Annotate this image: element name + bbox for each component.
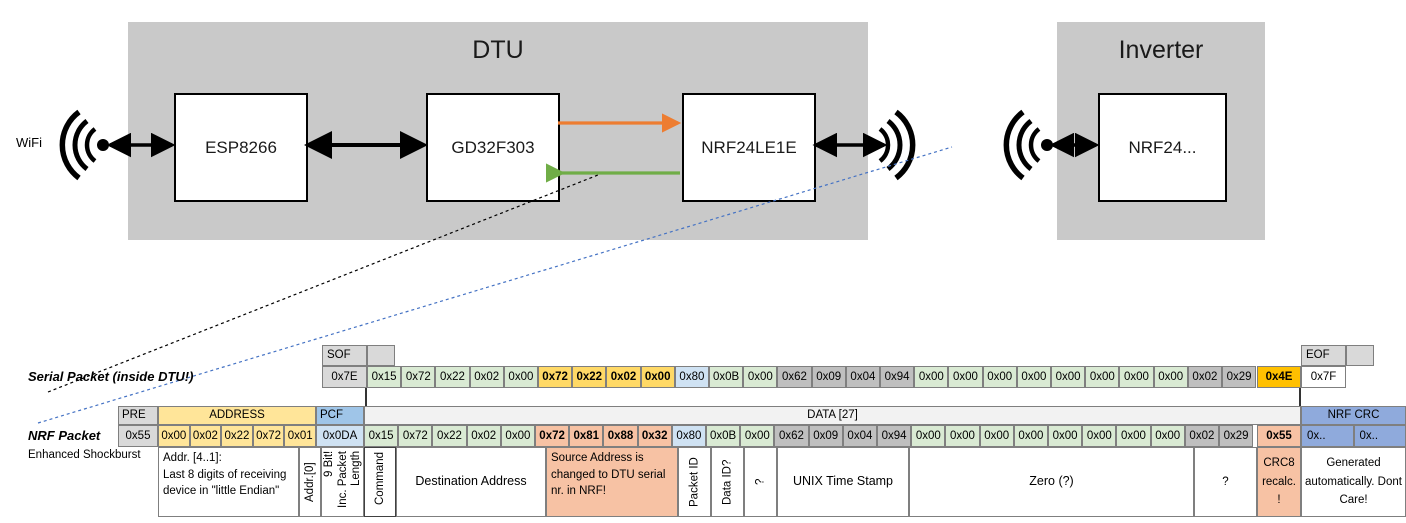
nrf-byte-13: 0x09 (808, 425, 843, 447)
annotation-zero: Zero (?) (909, 447, 1194, 517)
nrf-byte-10: 0x0B (706, 425, 741, 447)
annotation-pcf-line1: 9 Bit! (322, 448, 336, 516)
nrf-crc-byte-0: 0x.. (1301, 425, 1354, 447)
serial-byte-24: 0x02 (1187, 366, 1222, 388)
annotation-pcf-line2: Inc. Packet (335, 448, 350, 516)
nrf-byte-20: 0x00 (1048, 425, 1083, 447)
annotation-data-id: Data ID? (711, 447, 744, 517)
nrf-pre-header: PRE (118, 406, 158, 425)
nrf-address-header: ADDRESS (158, 406, 316, 425)
nrf-byte-4: 0x00 (500, 425, 535, 447)
nrf-byte-14: 0x04 (842, 425, 877, 447)
nrf-byte-11: 0x00 (740, 425, 775, 447)
annotation-crc8: CRC8 recalc. ! (1257, 447, 1301, 517)
nrf-byte-21: 0x00 (1082, 425, 1117, 447)
nrf-crc-header: NRF CRC (1301, 406, 1406, 425)
nrf-pcf-header: PCF (316, 406, 364, 425)
nrf-data-header: DATA [27] (364, 406, 1301, 425)
inverter-title: Inverter (1118, 36, 1204, 64)
serial-byte-25: 0x29 (1222, 366, 1257, 388)
annotation-unix-timestamp: UNIX Time Stamp (777, 447, 909, 517)
annotation-pcf-line3: Length (349, 448, 363, 516)
nrf-byte-25: 0x29 (1219, 425, 1254, 447)
nrf-byte-5: 0x72 (535, 425, 570, 447)
nrf-address-byte-4: 0x01 (284, 425, 316, 447)
annotation-destination: Destination Address (396, 447, 546, 517)
nrf-byte-2: 0x22 (432, 425, 467, 447)
serial-byte-2: 0x22 (435, 366, 470, 388)
annotation-source: Source Address is changed to DTU serial … (546, 447, 678, 517)
chip-inverter-nrf24: NRF24... (1098, 93, 1227, 202)
serial-byte-17: 0x00 (948, 366, 983, 388)
serial-byte-14: 0x04 (845, 366, 880, 388)
serial-byte-22: 0x00 (1119, 366, 1154, 388)
serial-byte-7: 0x02 (606, 366, 641, 388)
serial-byte-18: 0x00 (982, 366, 1017, 388)
serial-byte-21: 0x00 (1085, 366, 1120, 388)
serial-byte-12: 0x62 (777, 366, 812, 388)
nrf-byte-8: 0x32 (637, 425, 672, 447)
serial-byte-23: 0x00 (1153, 366, 1188, 388)
serial-packet-row-label: Serial Packet (inside DTU!) (28, 369, 194, 384)
serial-eof-header-pad (1346, 345, 1374, 366)
nrf-packet-row-sublabel: Enhanced Shockburst (28, 449, 141, 461)
serial-byte-20: 0x00 (1051, 366, 1086, 388)
nrf-byte-17: 0x00 (945, 425, 980, 447)
nrf-address-byte-0: 0x00 (158, 425, 190, 447)
serial-byte-5: 0x72 (538, 366, 573, 388)
serial-eof-header: EOF (1301, 345, 1346, 366)
nrf-byte-15: 0x94 (877, 425, 912, 447)
annotation-unknown-2: ? (1194, 447, 1257, 517)
serial-byte-11: 0x00 (743, 366, 778, 388)
nrf-byte-1: 0x72 (398, 425, 433, 447)
serial-crc-value: 0x4E (1257, 366, 1301, 388)
nrf-byte-0: 0x15 (364, 425, 399, 447)
serial-sof-value: 0x7E (322, 366, 367, 388)
nrf-pre-value: 0x55 (118, 425, 158, 447)
serial-byte-1: 0x72 (401, 366, 436, 388)
serial-byte-4: 0x00 (503, 366, 538, 388)
annotation-packet-id: Packet ID (678, 447, 711, 517)
annotation-address: Addr. [4..1]: Last 8 digits of receiving… (158, 447, 299, 517)
nrf-address-byte-1: 0x02 (189, 425, 222, 447)
serial-eof-value: 0x7F (1301, 366, 1346, 388)
serial-byte-8: 0x00 (640, 366, 675, 388)
nrf-address-byte-3: 0x72 (252, 425, 285, 447)
nrf-byte-19: 0x00 (1013, 425, 1048, 447)
nrf-byte-7: 0x88 (603, 425, 638, 447)
serial-byte-10: 0x0B (709, 366, 744, 388)
serial-byte-15: 0x94 (880, 366, 915, 388)
nrf-address-byte-2: 0x22 (221, 425, 253, 447)
serial-sof-header-pad (367, 345, 395, 366)
serial-sof-header: SOF (322, 345, 367, 366)
nrf-byte-22: 0x00 (1116, 425, 1151, 447)
nrf-pcf-value: 0x0DA (316, 425, 364, 447)
serial-byte-13: 0x09 (811, 366, 846, 388)
annotation-pcf: 9 Bit! Inc. Packet Length (321, 447, 364, 517)
annotation-addr0: Addr.[0] (299, 447, 321, 517)
nrf-byte-6: 0x81 (569, 425, 604, 447)
serial-byte-6: 0x22 (572, 366, 607, 388)
nrf-crc8-value: 0x55 (1257, 425, 1301, 447)
serial-byte-16: 0x00 (914, 366, 949, 388)
annotation-command: Command (364, 447, 396, 517)
nrf-byte-24: 0x02 (1184, 425, 1219, 447)
nrf-byte-3: 0x02 (466, 425, 501, 447)
nrf-crc-byte-1: 0x.. (1353, 425, 1406, 447)
nrf-byte-9: 0x80 (671, 425, 706, 447)
nrf-byte-23: 0x00 (1150, 425, 1185, 447)
annotation-unknown-1: ? (744, 447, 777, 517)
serial-byte-3: 0x02 (469, 366, 504, 388)
nrf-byte-12: 0x62 (774, 425, 809, 447)
serial-byte-19: 0x00 (1016, 366, 1051, 388)
annotation-nrf-crc: Generated automatically. Dont Care! (1301, 447, 1406, 517)
wifi-label: WiFi (16, 135, 42, 150)
serial-byte-9: 0x80 (674, 366, 709, 388)
nrf-byte-16: 0x00 (911, 425, 946, 447)
inverter-enclosure: Inverter (1057, 22, 1265, 240)
nrf-packet-row-label: NRF Packet (28, 428, 101, 443)
serial-byte-0: 0x15 (367, 366, 402, 388)
nrf-byte-18: 0x00 (979, 425, 1014, 447)
dtu-title: DTU (472, 36, 524, 64)
